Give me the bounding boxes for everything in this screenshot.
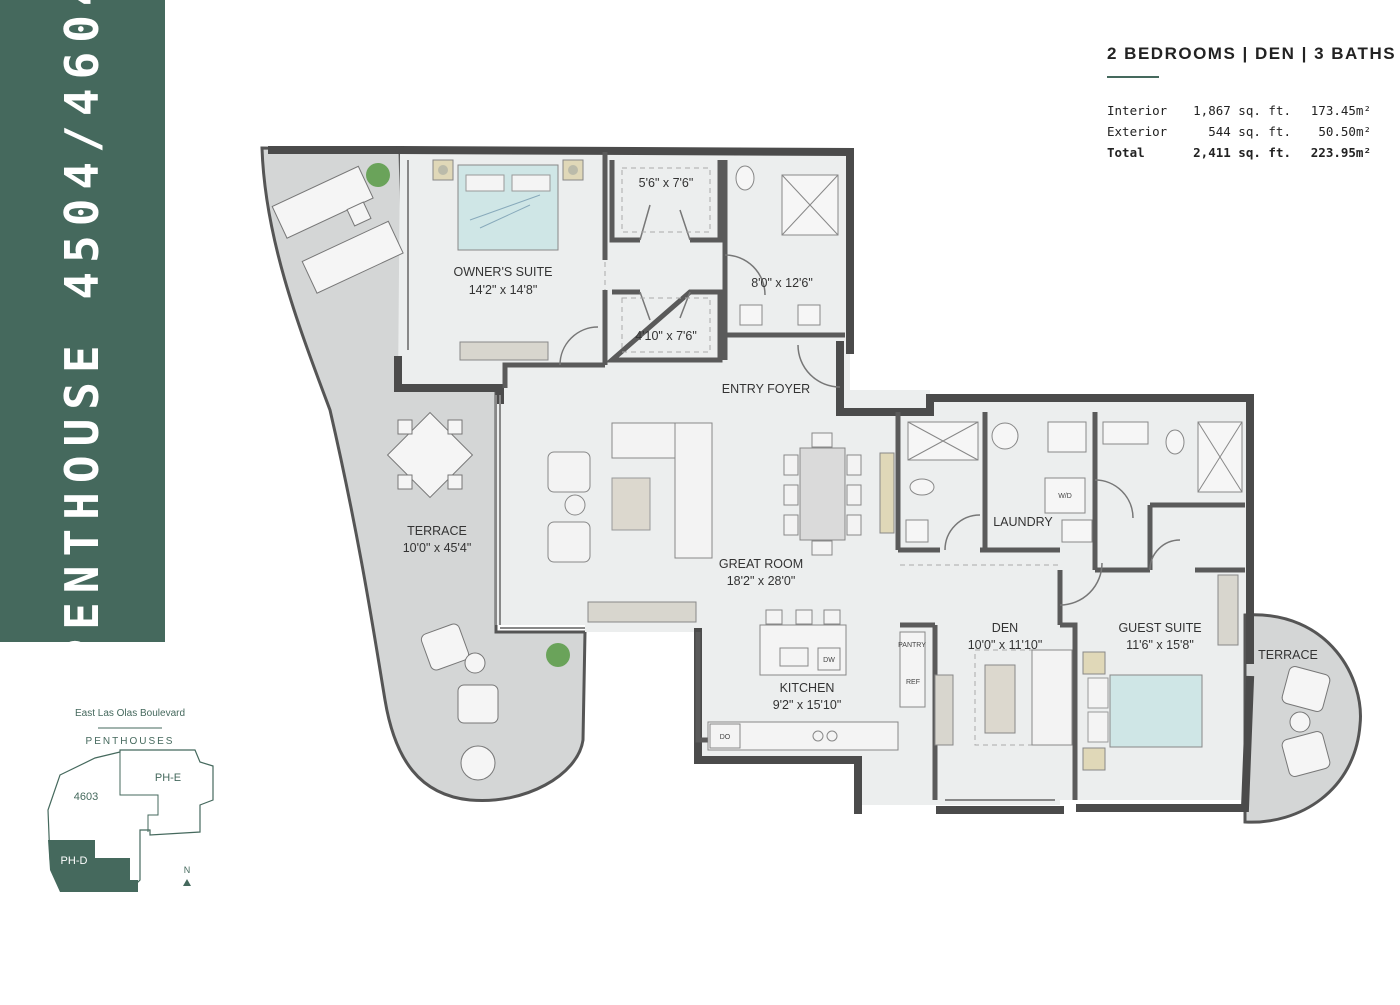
terrace-small-label: TERRACE <box>1258 648 1318 662</box>
guest-suite-label: GUEST SUITE <box>1118 621 1201 635</box>
wd-label: W/D <box>1058 493 1072 500</box>
zone-lines <box>604 167 1061 746</box>
spec-row-exterior: Exterior 544 sq. ft. 50.50m² <box>1107 124 1371 142</box>
spec-sqft: 1,867 sq. ft. <box>1193 103 1291 118</box>
owner-bath-fixtures <box>735 165 839 326</box>
keyplan-street: East Las Olas Boulevard <box>75 708 185 719</box>
keyplan-unit-4603: 4603 <box>74 791 98 803</box>
spec-sqft: 2,411 sq. ft. <box>1193 145 1291 160</box>
keyplan-unit-phe: PH-E <box>155 772 181 784</box>
owners-media-console <box>459 341 549 361</box>
interior-walls <box>502 152 1245 800</box>
terrace-loungers <box>271 165 404 294</box>
spec-label: Total <box>1107 145 1145 160</box>
windows <box>407 160 1055 801</box>
spec-row-interior: Interior 1,867 sq. ft. 173.45m² <box>1107 103 1371 121</box>
north-label: N <box>184 865 191 875</box>
closet-2-dims: 4'10" x 7'6" <box>635 329 697 343</box>
key-plan: East Las Olas Boulevard PENTHOUSES 4603 … <box>47 708 214 892</box>
owners-bed <box>432 159 584 251</box>
unit-summary: 2 BEDROOMS | DEN | 3 BATHS <box>1107 44 1397 63</box>
terrace-main-dims: 10'0" x 45'4" <box>403 541 472 555</box>
guest-suite-dims: 11'6" x 15'8" <box>1126 638 1194 652</box>
do-label: DO <box>720 734 731 741</box>
kitchen-island <box>759 609 847 676</box>
laundry-label: LAUNDRY <box>993 515 1053 529</box>
terrace-chairs <box>420 623 499 781</box>
kitchen-label: KITCHEN <box>780 681 835 695</box>
spec-sqm: 223.95m² <box>1310 145 1371 160</box>
armchairs <box>547 451 591 563</box>
small-terrace-chairs <box>1281 666 1331 777</box>
door-swings <box>559 204 1181 606</box>
appliance-labels: W/D DW PANTRY REF DO <box>720 493 1072 741</box>
sectional-sofa <box>611 422 713 559</box>
keyplan-unit-phd: PH-D <box>61 855 88 867</box>
dining-table <box>783 432 862 556</box>
buffet <box>879 452 895 534</box>
owner-bath-dims: 8'0" x 12'6" <box>751 276 813 290</box>
washer-dryer <box>1044 477 1086 514</box>
north-arrow-icon <box>183 879 191 886</box>
closet-1-dims: 5'6" x 7'6" <box>639 176 694 190</box>
coffee-table <box>611 477 651 531</box>
owners-suite-dims: 14'2" x 14'8" <box>469 283 538 297</box>
guest-bed <box>1082 651 1203 771</box>
kitchen-counter <box>707 631 926 751</box>
den-label: DEN <box>992 621 1018 635</box>
pantry-label: PANTRY <box>898 642 926 649</box>
keyplan-building: PENTHOUSES <box>86 736 175 747</box>
keyplan-phd-highlight <box>48 840 138 892</box>
den-dims: 10'0" x 11'10" <box>968 638 1043 652</box>
spec-sqm: 173.45m² <box>1310 103 1371 118</box>
kitchen-dims: 9'2" x 15'10" <box>773 698 842 712</box>
terrace-main-label: TERRACE <box>407 524 467 538</box>
spec-label: Interior <box>1107 103 1168 118</box>
terrace-dining-set <box>386 411 474 499</box>
spec-label: Exterior <box>1107 124 1168 139</box>
spec-row-total: Total 2,411 sq. ft. 223.95m² <box>1107 145 1371 163</box>
title-banner: PENTHOUSE 4504/4604 <box>0 0 165 667</box>
dw-label: DW <box>823 657 835 664</box>
great-room-label: GREAT ROOM <box>719 557 803 571</box>
owners-suite-label: OWNER'S SUITE <box>454 265 553 279</box>
exterior-walls <box>268 145 1255 814</box>
room-labels: OWNER'S SUITE 14'2" x 14'8" 5'6" x 7'6" … <box>403 176 1318 712</box>
plant-icon <box>366 163 570 667</box>
tv-console <box>587 601 697 623</box>
spec-sqm: 50.50m² <box>1318 124 1371 139</box>
great-room-dims: 18'2" x 28'0" <box>727 574 796 588</box>
entry-foyer-label: ENTRY FOYER <box>722 382 810 396</box>
den-sofa <box>934 649 1073 746</box>
spec-sqft: 544 sq. ft. <box>1208 124 1291 139</box>
ref-label: REF <box>906 679 920 686</box>
guest-bath-fixtures <box>905 421 1243 543</box>
guest-tv-console <box>1217 574 1239 646</box>
summary-underline <box>1107 76 1159 78</box>
